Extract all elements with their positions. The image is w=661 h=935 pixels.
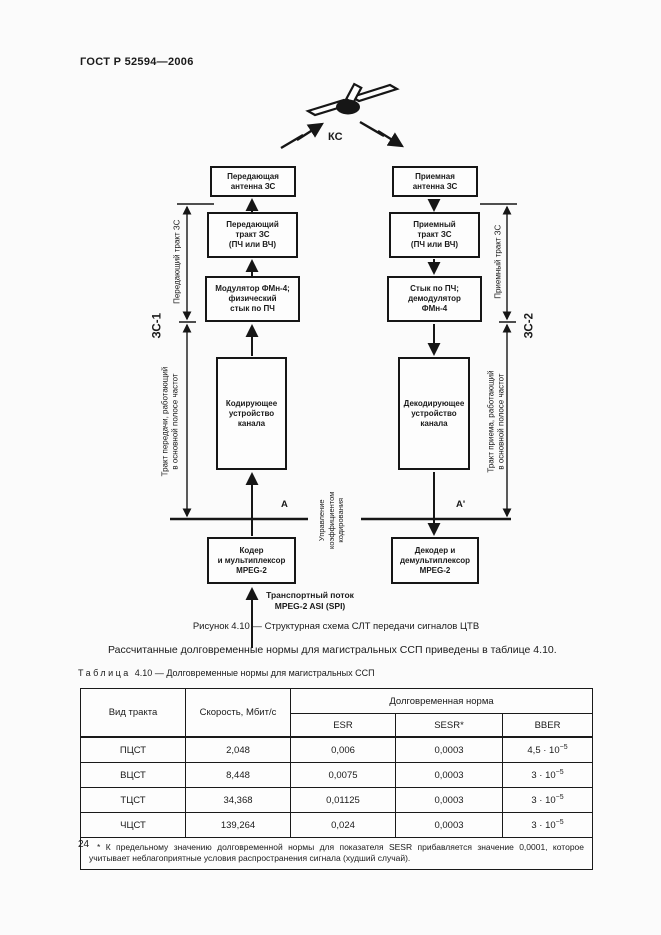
cell-bber-exponent: −5 — [555, 794, 564, 801]
label-tx-baseband: Тракт передачи, работающий в основной по… — [160, 366, 180, 477]
box-rx-antenna: Приемная антенна ЗС — [392, 166, 478, 197]
cell-speed: 139,264 — [185, 812, 291, 838]
table-title-label: Таблица — [78, 668, 131, 678]
box-channel-decoder: Декодирующее устройство канала — [398, 357, 470, 470]
page-number: 24 — [78, 839, 90, 850]
document-header: ГОСТ Р 52594—2006 — [80, 56, 194, 68]
figure-caption: Рисунок 4.10 — Структурная схема СЛТ пер… — [192, 621, 480, 632]
cell-speed: 8,448 — [185, 762, 291, 788]
cell-bber-exponent: −5 — [555, 819, 564, 826]
cell-vid: ВЦСТ — [80, 762, 186, 788]
cell-esr: 0,0075 — [290, 762, 396, 788]
table-row: ЧЦСТ 139,264 0,024 0,0003 3 · 10−5 — [80, 812, 593, 838]
cell-esr: 0,024 — [290, 812, 396, 838]
col-header-bber: BBER — [502, 713, 593, 738]
satellite-icon — [305, 82, 400, 117]
cell-bber: 4,5 · 10−5 — [502, 736, 593, 763]
col-header-speed: Скорость, Мбит/с — [185, 688, 291, 738]
cell-esr: 0,006 — [290, 736, 396, 763]
cell-bber-exponent: −5 — [559, 744, 568, 751]
box-channel-encoder: Кодирующее устройство канала — [216, 357, 287, 470]
label-point-a-prime: А' — [456, 499, 466, 510]
label-transport-stream: Транспортный поток MPEG-2 ASI (SPI) — [266, 590, 354, 611]
cell-vid: ПЦСТ — [80, 736, 186, 763]
cell-vid: ТЦСТ — [80, 787, 186, 813]
label-zs1: ЗС-1 — [151, 313, 164, 339]
cell-bber: 3 · 10−5 — [502, 812, 593, 838]
cell-vid: ЧЦСТ — [80, 812, 186, 838]
box-modulator: Модулятор ФМн-4; физический стык по ПЧ — [205, 276, 300, 322]
body-paragraph: Рассчитанные долговременные нормы для ма… — [108, 644, 557, 656]
cell-sesr: 0,0003 — [395, 812, 503, 838]
box-mpeg-coder: Кодер и мультиплексор MPEG-2 — [207, 537, 296, 584]
label-rx-trakt: Приемный тракт ЗС — [493, 224, 503, 299]
box-tx-path: Передающий тракт ЗС (ПЧ или ВЧ) — [207, 212, 298, 258]
label-tx-trakt: Передающий тракт ЗС — [172, 219, 182, 304]
box-rx-path: Приемный тракт ЗС (ПЧ или ВЧ) — [389, 212, 480, 258]
cell-sesr: 0,0003 — [395, 762, 503, 788]
table-row: ВЦСТ 8,448 0,0075 0,0003 3 · 10−5 — [80, 762, 593, 788]
col-header-norm-group: Долговременная норма — [290, 688, 593, 714]
cell-sesr: 0,0003 — [395, 787, 503, 813]
col-header-vid: Вид тракта — [80, 688, 186, 738]
label-point-a: А — [281, 499, 288, 510]
uplink-arrow — [280, 122, 324, 150]
satellite-channel-label: КС — [328, 131, 343, 143]
cell-bber: 3 · 10−5 — [502, 787, 593, 813]
downlink-arrow — [359, 120, 404, 148]
cell-speed: 2,048 — [185, 736, 291, 763]
label-zs2: ЗС-2 — [523, 313, 536, 339]
box-tx-antenna: Передающая антенна ЗС — [210, 166, 296, 197]
label-rx-baseband: Тракт приема, работающий в основной поло… — [486, 370, 506, 473]
cell-esr: 0,01125 — [290, 787, 396, 813]
col-header-sesr: SESR* — [395, 713, 503, 738]
cell-bber-exponent: −5 — [555, 769, 564, 776]
cell-speed: 34,368 — [185, 787, 291, 813]
cell-sesr: 0,0003 — [395, 736, 503, 763]
table-title-text: 4.10 — Долговременные нормы для магистра… — [134, 668, 375, 678]
table-footnote: * К предельному значению долговременной … — [80, 837, 593, 870]
norms-table: Вид тракта Скорость, Мбит/с Долговременн… — [80, 688, 593, 870]
col-header-esr: ESR — [290, 713, 396, 738]
cell-bber: 3 · 10−5 — [502, 762, 593, 788]
box-mpeg-decoder: Декодер и демультиплексор MPEG-2 — [391, 537, 479, 584]
label-coding-control: Управление коэффициентом кодирования — [316, 491, 345, 549]
table-row: ТЦСТ 34,368 0,01125 0,0003 3 · 10−5 — [80, 787, 593, 813]
box-demodulator: Стык по ПЧ; демодулятор ФМн-4 — [387, 276, 482, 322]
table-footnote-row: * К предельному значению долговременной … — [80, 837, 593, 870]
table-row: ПЦСТ 2,048 0,006 0,0003 4,5 · 10−5 — [80, 736, 593, 763]
